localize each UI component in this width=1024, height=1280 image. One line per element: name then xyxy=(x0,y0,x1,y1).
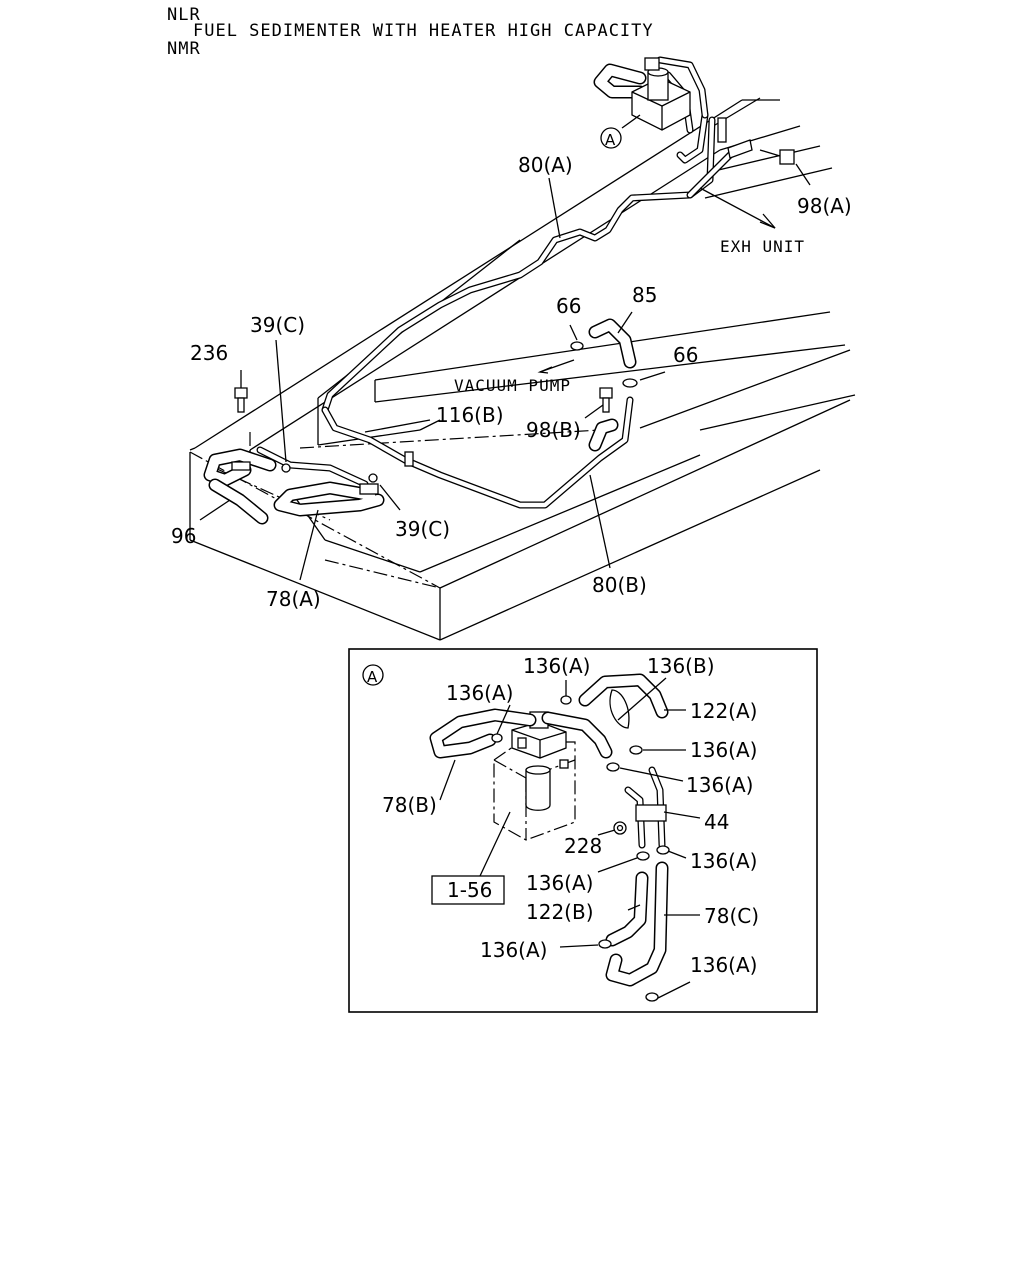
detail-label-136a-r3: 136(A) xyxy=(690,849,757,873)
part-labels-main: 80(A) 98(A) EXH UNIT 66 85 66 VACUUM PUM… xyxy=(171,153,852,611)
detail-label-136a-r2: 136(A) xyxy=(686,773,753,797)
label-98b: 98(B) xyxy=(526,418,581,442)
detail-label-136b: 136(B) xyxy=(647,654,715,678)
callout-a-main: A xyxy=(600,127,622,149)
detail-label-122a: 122(A) xyxy=(690,699,757,723)
detail-label-78c: 78(C) xyxy=(704,904,759,928)
detail-label-136a-left: 136(A) xyxy=(446,681,513,705)
label-39c-top: 39(C) xyxy=(250,313,305,337)
detail-label-228: 228 xyxy=(564,834,602,858)
detail-label-78b: 78(B) xyxy=(382,793,437,817)
hose-vacuum-connection xyxy=(588,418,619,452)
detail-label-136a-bl: 136(A) xyxy=(480,938,547,962)
diagram-title: FUEL SEDIMENTER WITH HEATER HIGH CAPACIT… xyxy=(193,21,654,41)
ref-box-label: 1-56 xyxy=(447,878,492,902)
fuel-pipe-80a xyxy=(321,116,716,414)
hose-85 xyxy=(588,318,637,369)
label-66-right: 66 xyxy=(673,343,698,367)
part-labels-detail: 136(A) 136(B) 136(A) 122(A) 136(A) 136(A… xyxy=(382,654,759,977)
label-80b: 80(B) xyxy=(592,573,647,597)
fuel-pipe-80b xyxy=(321,396,634,509)
detail-view-a: A xyxy=(348,648,818,1013)
svg-text:A: A xyxy=(605,131,616,149)
fuel-pipe-rear xyxy=(256,111,739,488)
hose-78a xyxy=(273,481,385,517)
detail-label-136a-r1: 136(A) xyxy=(690,738,757,762)
detail-label-44: 44 xyxy=(704,810,729,834)
label-78a: 78(A) xyxy=(266,587,321,611)
leader-lines-main xyxy=(199,114,811,581)
label-96: 96 xyxy=(171,524,196,548)
clamp-parts-main xyxy=(231,117,795,495)
detail-label-136a-top: 136(A) xyxy=(523,654,590,678)
label-116b: 116(B) xyxy=(436,403,504,427)
chassis-frame xyxy=(189,97,856,641)
hose-96 xyxy=(203,448,277,525)
detail-label-122b: 122(B) xyxy=(526,900,594,924)
label-66-top: 66 xyxy=(556,294,581,318)
note-exh-unit: EXH UNIT xyxy=(720,237,805,256)
note-vacuum-pump: VACUUM PUMP xyxy=(454,376,571,395)
model-code-nmr: NMR xyxy=(167,39,201,59)
sedimenter-assembly-main xyxy=(631,57,691,131)
detail-label-136a-br: 136(A) xyxy=(690,953,757,977)
model-code-nlr: NLR xyxy=(167,5,201,25)
label-236: 236 xyxy=(190,341,228,365)
label-98a: 98(A) xyxy=(797,194,852,218)
label-85: 85 xyxy=(632,283,657,307)
detail-label-136a-mid: 136(A) xyxy=(526,871,593,895)
label-39c-bottom: 39(C) xyxy=(395,517,450,541)
svg-text:A: A xyxy=(367,668,378,686)
label-80a: 80(A) xyxy=(518,153,573,177)
